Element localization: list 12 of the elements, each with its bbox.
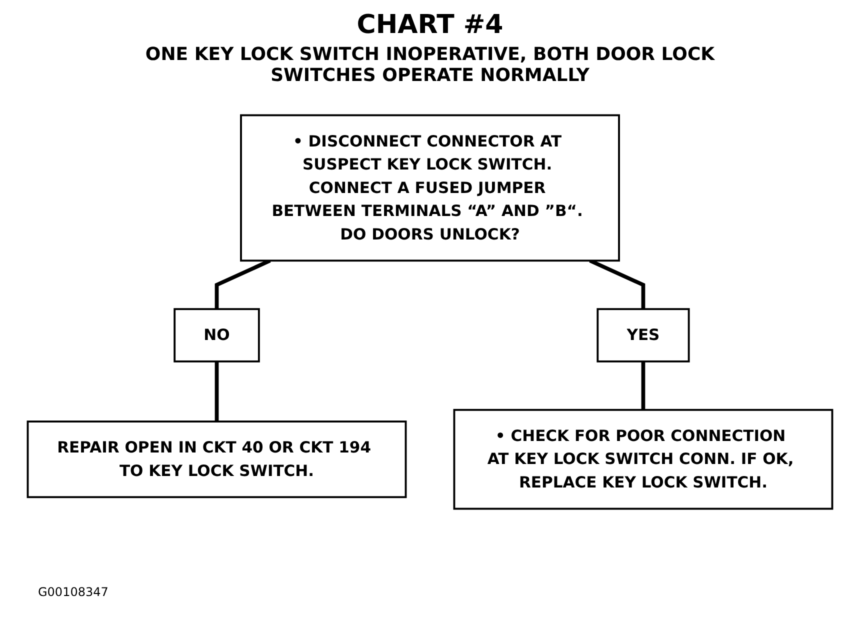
connector (214, 258, 271, 310)
node-box: YES (596, 308, 690, 362)
node-box: • DISCONNECT CONNECTOR AT SUSPECT KEY LOCK SWITCH. CONNECT A FUSED JUMPER BETWEEN TERMINALS “A” AND ”B“. DO DOORS UNLOCK? (240, 114, 620, 262)
connector (214, 361, 219, 422)
chart-subtitle: ONE KEY LOCK SWITCH INOPERATIVE, BOTH DOOR LOCK SWITCHES OPERATE NORMALLY (144, 44, 716, 86)
connector (589, 258, 646, 310)
node-box: • CHECK FOR POOR CONNECTION AT KEY LOCK SWITCH CONN. IF OK, REPLACE KEY LOCK SWITCH. (453, 408, 834, 510)
chart-title: CHART #4 (356, 10, 504, 40)
node-box: REPAIR OPEN IN CKT 40 OR CKT 194 TO KEY LOCK SWITCH. (26, 420, 407, 498)
figure-code: G00108347 (38, 585, 108, 599)
connector (641, 361, 646, 410)
node-box: NO (174, 308, 260, 362)
